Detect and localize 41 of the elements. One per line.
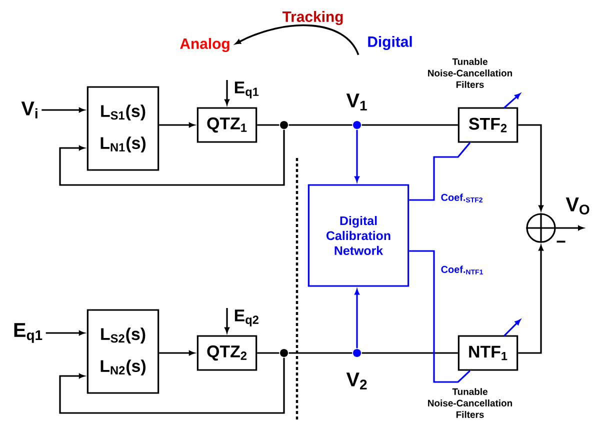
arrow bbox=[556, 226, 584, 230]
junction-dot bbox=[353, 349, 361, 357]
arrow bbox=[46, 330, 84, 336]
edge-label: E$_{q2}$ bbox=[234, 310, 258, 326]
arrow bbox=[159, 350, 194, 356]
arrow bbox=[518, 245, 544, 354]
block-box: L$_{S1}$(s) L$_{N1}$(s) bbox=[86, 86, 160, 171]
signal-label: V$_{1}$ bbox=[346, 94, 367, 110]
block-box: STF$_{2}$ bbox=[458, 107, 518, 143]
block-box: QTZ$_{2}$ bbox=[196, 335, 258, 371]
arrow bbox=[42, 108, 84, 112]
arrow bbox=[59, 130, 285, 186]
arrow bbox=[59, 358, 285, 414]
edge-label: E$_{q1}$ bbox=[234, 82, 259, 98]
edge-label: Coef.$_{STF2}$ bbox=[441, 194, 482, 202]
minus-sign: − bbox=[556, 240, 566, 243]
block-box: L$_{S2}$(s) L$_{N2}$(s) bbox=[86, 309, 160, 394]
junction-dot bbox=[353, 121, 361, 129]
arrow bbox=[224, 308, 230, 333]
arrow bbox=[354, 130, 360, 182]
domain-label: Digital bbox=[368, 36, 412, 50]
arrow bbox=[354, 289, 360, 348]
junction-dot bbox=[280, 121, 288, 129]
signal-label: V$_{i}$ bbox=[21, 102, 38, 118]
arrow bbox=[518, 124, 544, 211]
filter-caption: Tunable Noise-Cancellation Filters bbox=[428, 388, 512, 418]
signal-label: E$_{q1}$ bbox=[14, 323, 42, 343]
junction-dot bbox=[280, 349, 288, 357]
edge-label: Coef.$_{NTF1}$ bbox=[441, 266, 483, 274]
calibration-block: Digital Calibration Network bbox=[308, 184, 410, 287]
filter-caption: Tunable Noise-Cancellation Filters bbox=[428, 58, 512, 88]
block-box: NTF$_{1}$ bbox=[458, 335, 518, 371]
summing-junction bbox=[525, 212, 557, 244]
signal-label: V$_{O}$ bbox=[566, 198, 590, 214]
arrow bbox=[159, 122, 194, 128]
signal-label: V$_{2}$ bbox=[346, 372, 367, 390]
domain-label: Analog bbox=[180, 38, 230, 52]
arrow bbox=[224, 80, 230, 105]
block-box: QTZ$_{1}$ bbox=[196, 107, 258, 143]
edge-label: Tracking bbox=[282, 11, 343, 25]
arrow bbox=[235, 24, 360, 56]
